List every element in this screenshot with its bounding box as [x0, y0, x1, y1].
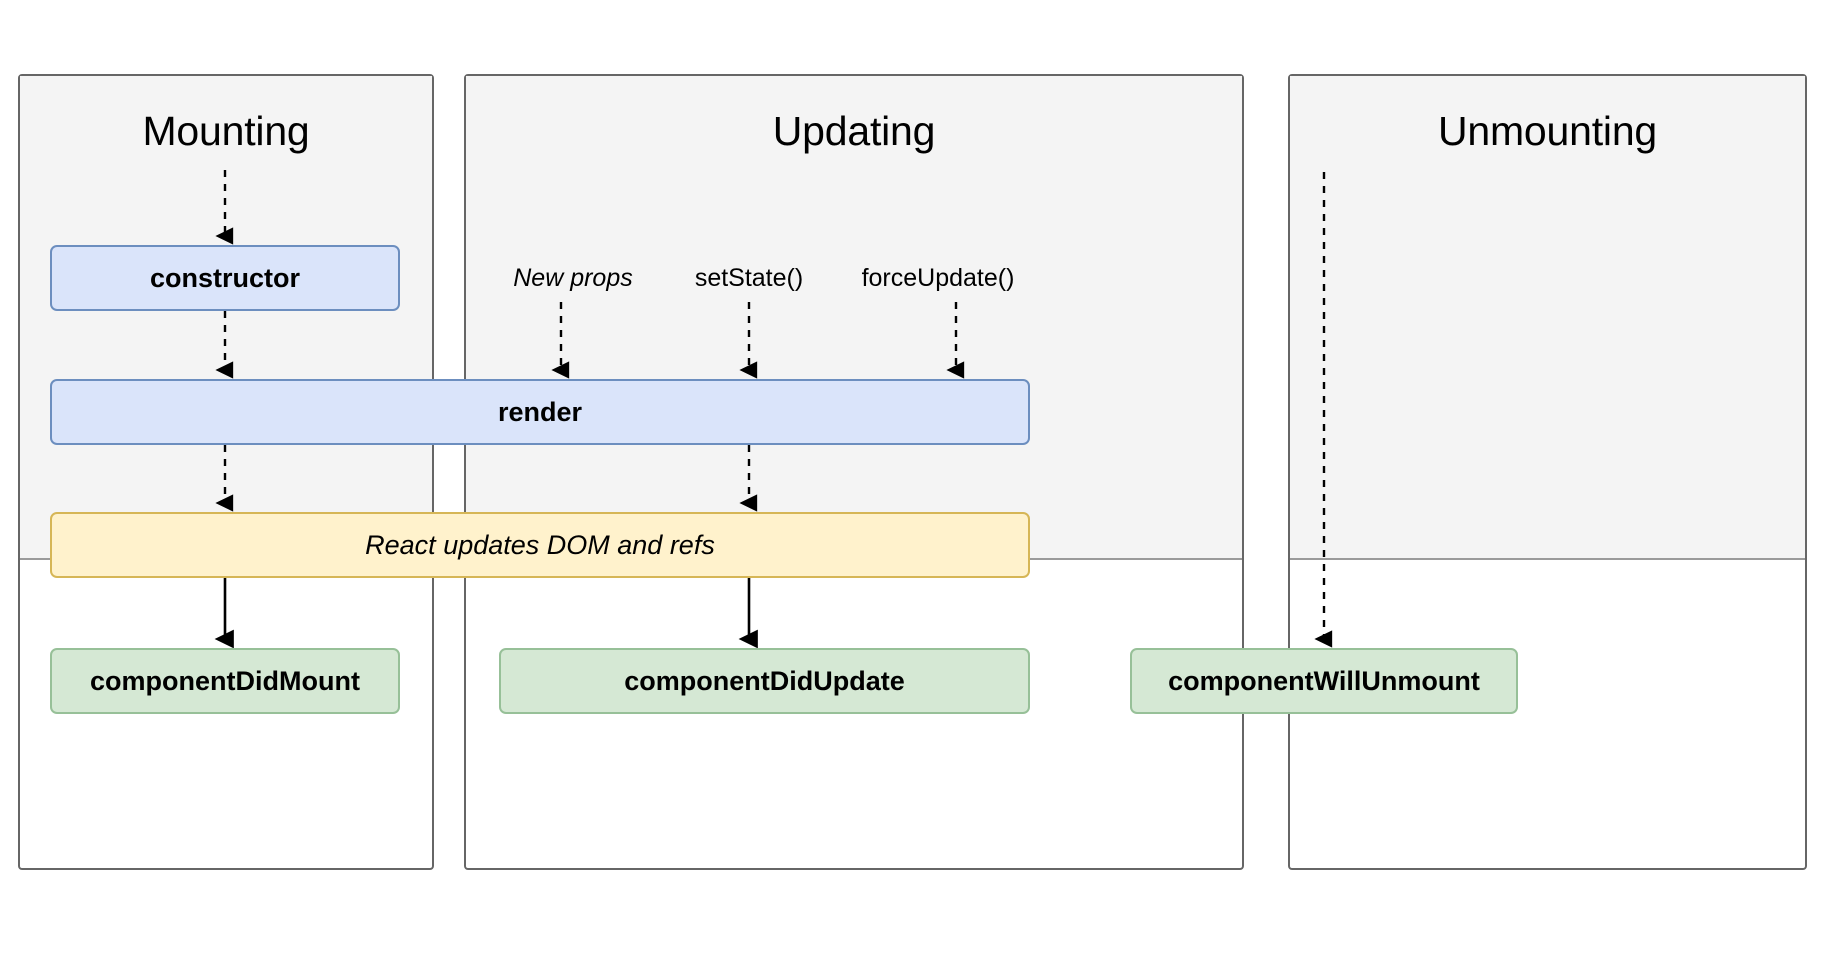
node-component-did-update[interactable]: componentDidUpdate	[499, 648, 1030, 714]
node-component-did-mount[interactable]: componentDidMount	[50, 648, 400, 714]
phase-title-updating: Updating	[772, 108, 936, 154]
trigger-label-force-update: forceUpdate()	[861, 264, 1015, 292]
phase-panel-updating: Updating	[464, 74, 1244, 870]
phase-panel-mounting: Mounting	[18, 74, 434, 870]
phase-panel-unmounting: Unmounting	[1288, 74, 1807, 870]
trigger-label-set-state: setState()	[694, 264, 804, 292]
node-component-will-unmount[interactable]: componentWillUnmount	[1130, 648, 1518, 714]
phase-title-unmounting: Unmounting	[1437, 108, 1658, 154]
trigger-label-new-props: New props	[513, 264, 633, 292]
node-react-updates-dom-and-refs[interactable]: React updates DOM and refs	[50, 512, 1030, 578]
phase-panel-unmounting-render-region	[1290, 76, 1805, 560]
node-constructor[interactable]: constructor	[50, 245, 400, 311]
phase-title-mounting: Mounting	[142, 108, 310, 154]
phase-panel-updating-render-region	[466, 76, 1242, 560]
node-render[interactable]: render	[50, 379, 1030, 445]
